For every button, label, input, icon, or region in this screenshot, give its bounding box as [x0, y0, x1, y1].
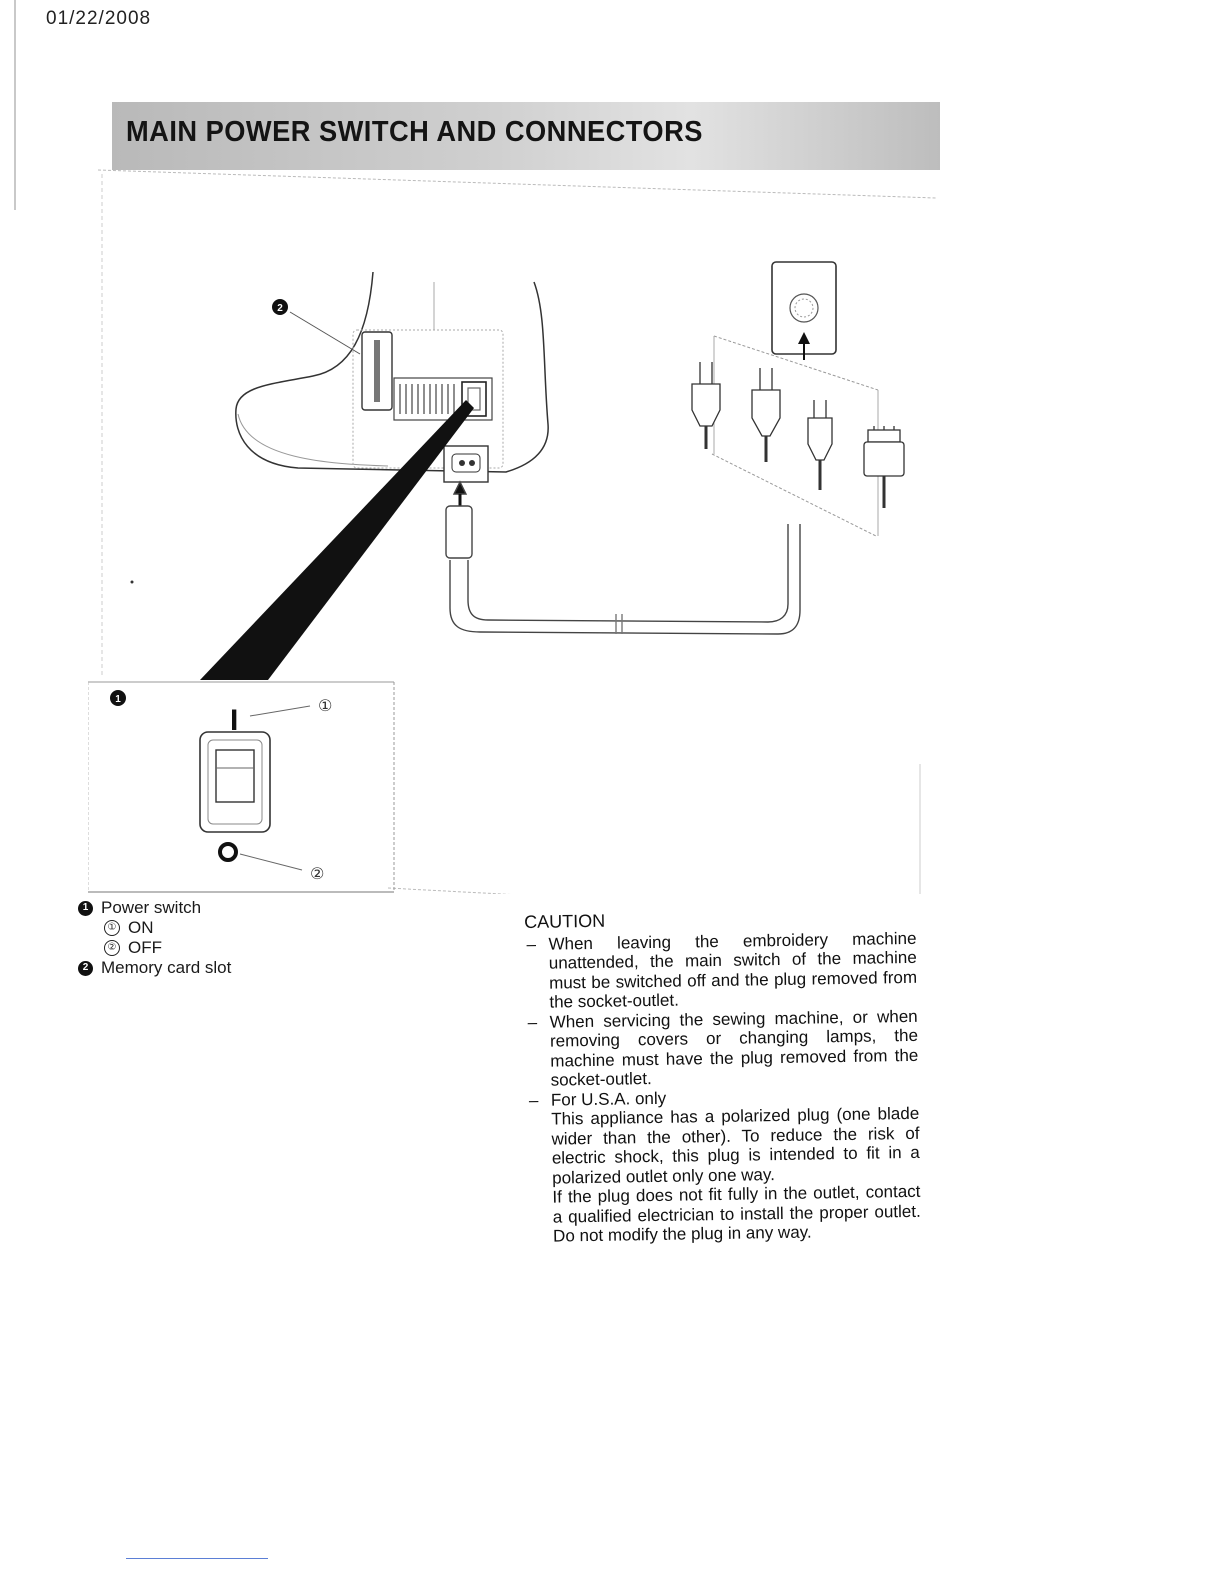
svg-text:2: 2 [277, 303, 283, 314]
callout-badge: 2 [78, 960, 93, 976]
page-title: MAIN POWER SWITCH AND CONNECTORS [126, 116, 703, 148]
vent-grille [393, 377, 493, 421]
caution-item: – For U.S.A. only This appliance has a p… [527, 1084, 921, 1246]
legend-item-memory-card-slot: 2 Memory card slot [78, 958, 378, 978]
marker-badge: ① [104, 920, 120, 936]
caution-dash: – [526, 934, 537, 954]
legend-label: Power switch [101, 898, 202, 917]
svg-text:1: 1 [115, 694, 121, 705]
legend-label: Memory card slot [101, 958, 232, 977]
legend-item-on: ① ON [78, 918, 378, 938]
switch-off-symbol [218, 842, 238, 862]
machine-illustration: 2 [88, 169, 937, 894]
caution-text: When leaving the embroidery machine unat… [548, 928, 918, 1012]
legend-label: OFF [128, 938, 162, 957]
pointer-wedge [200, 400, 474, 680]
caution-block: CAUTION – When leaving the embroidery ma… [524, 907, 921, 1247]
power-inlet [443, 445, 489, 483]
caution-text: This appliance has a polarized plug (one… [551, 1103, 920, 1188]
title-banner [112, 102, 940, 170]
machine-body [235, 271, 549, 473]
marker-off: ② [310, 864, 324, 883]
footer-rule [126, 1558, 268, 1559]
switch-on-symbol: I [230, 704, 238, 737]
legend-item-power-switch: 1 Power switch [78, 898, 378, 918]
scan-edge [14, 0, 16, 210]
caution-text: If the plug does not fit fully in the ou… [552, 1181, 921, 1246]
marker-on: ① [318, 696, 332, 715]
power-cord-icon [445, 480, 801, 635]
caution-dash: – [528, 1090, 539, 1110]
power-switch-inset: 1 I ① O ② [88, 681, 395, 893]
caution-item: – When leaving the embroidery machine un… [524, 928, 917, 1012]
caution-dash: – [527, 1012, 538, 1032]
date-stamp: 01/22/2008 [46, 8, 152, 29]
memory-card-slot [361, 331, 393, 411]
marker-badge: ② [104, 940, 120, 956]
legend: 1 Power switch ① ON ② OFF 2 Memory card … [78, 898, 378, 978]
caution-item: – When servicing the sewing machine, or … [526, 1006, 919, 1090]
callout-badge: 1 [78, 900, 93, 916]
legend-label: ON [128, 918, 154, 937]
plug-icon [691, 335, 905, 537]
power-socket-icon [771, 261, 837, 360]
rocker-switch-icon [199, 731, 271, 833]
figure: 2 [88, 164, 938, 894]
caution-text: When servicing the sewing machine, or wh… [549, 1006, 919, 1090]
legend-item-off: ② OFF [78, 938, 378, 958]
callout-memory-slot: 2 [272, 299, 361, 355]
